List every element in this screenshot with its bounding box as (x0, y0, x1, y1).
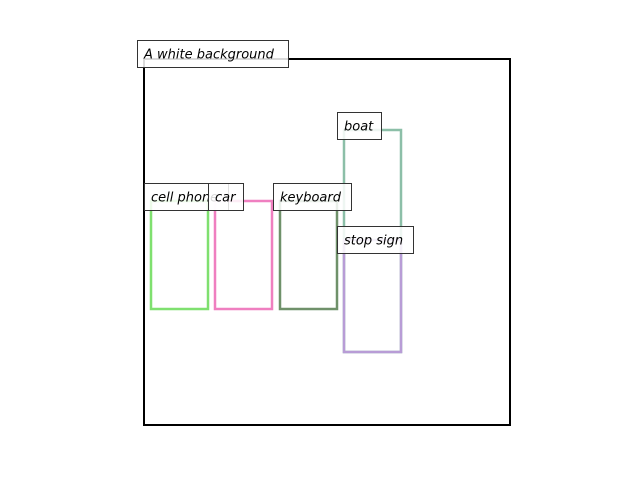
car-label-box (208, 183, 244, 211)
keyboard-label-text: keyboard (280, 191, 342, 206)
scene-label-box (137, 40, 289, 68)
boat-label-text: boat (344, 120, 374, 135)
stop-sign-label-text: stop sign (344, 234, 403, 249)
scene-frame (143, 58, 511, 426)
car-label: car (208, 183, 244, 211)
stop-sign-label-box (337, 226, 414, 254)
stop-sign-label: stop sign (337, 226, 414, 254)
keyboard-label-box (273, 183, 352, 211)
scene-label: A white background (137, 40, 289, 68)
car-bounding-box (213, 199, 274, 311)
keyboard-bounding-box (278, 199, 339, 311)
boat-label: boat (337, 112, 382, 140)
cell-phone-label-text: cell phone (151, 191, 218, 206)
car-label-text: car (215, 191, 237, 206)
keyboard-label: keyboard (273, 183, 352, 211)
boat-label-box (337, 112, 382, 140)
cell-phone-bounding-box (149, 199, 210, 311)
scene-label-text: A white background (143, 48, 275, 63)
stop-sign-bounding-box (342, 238, 403, 354)
